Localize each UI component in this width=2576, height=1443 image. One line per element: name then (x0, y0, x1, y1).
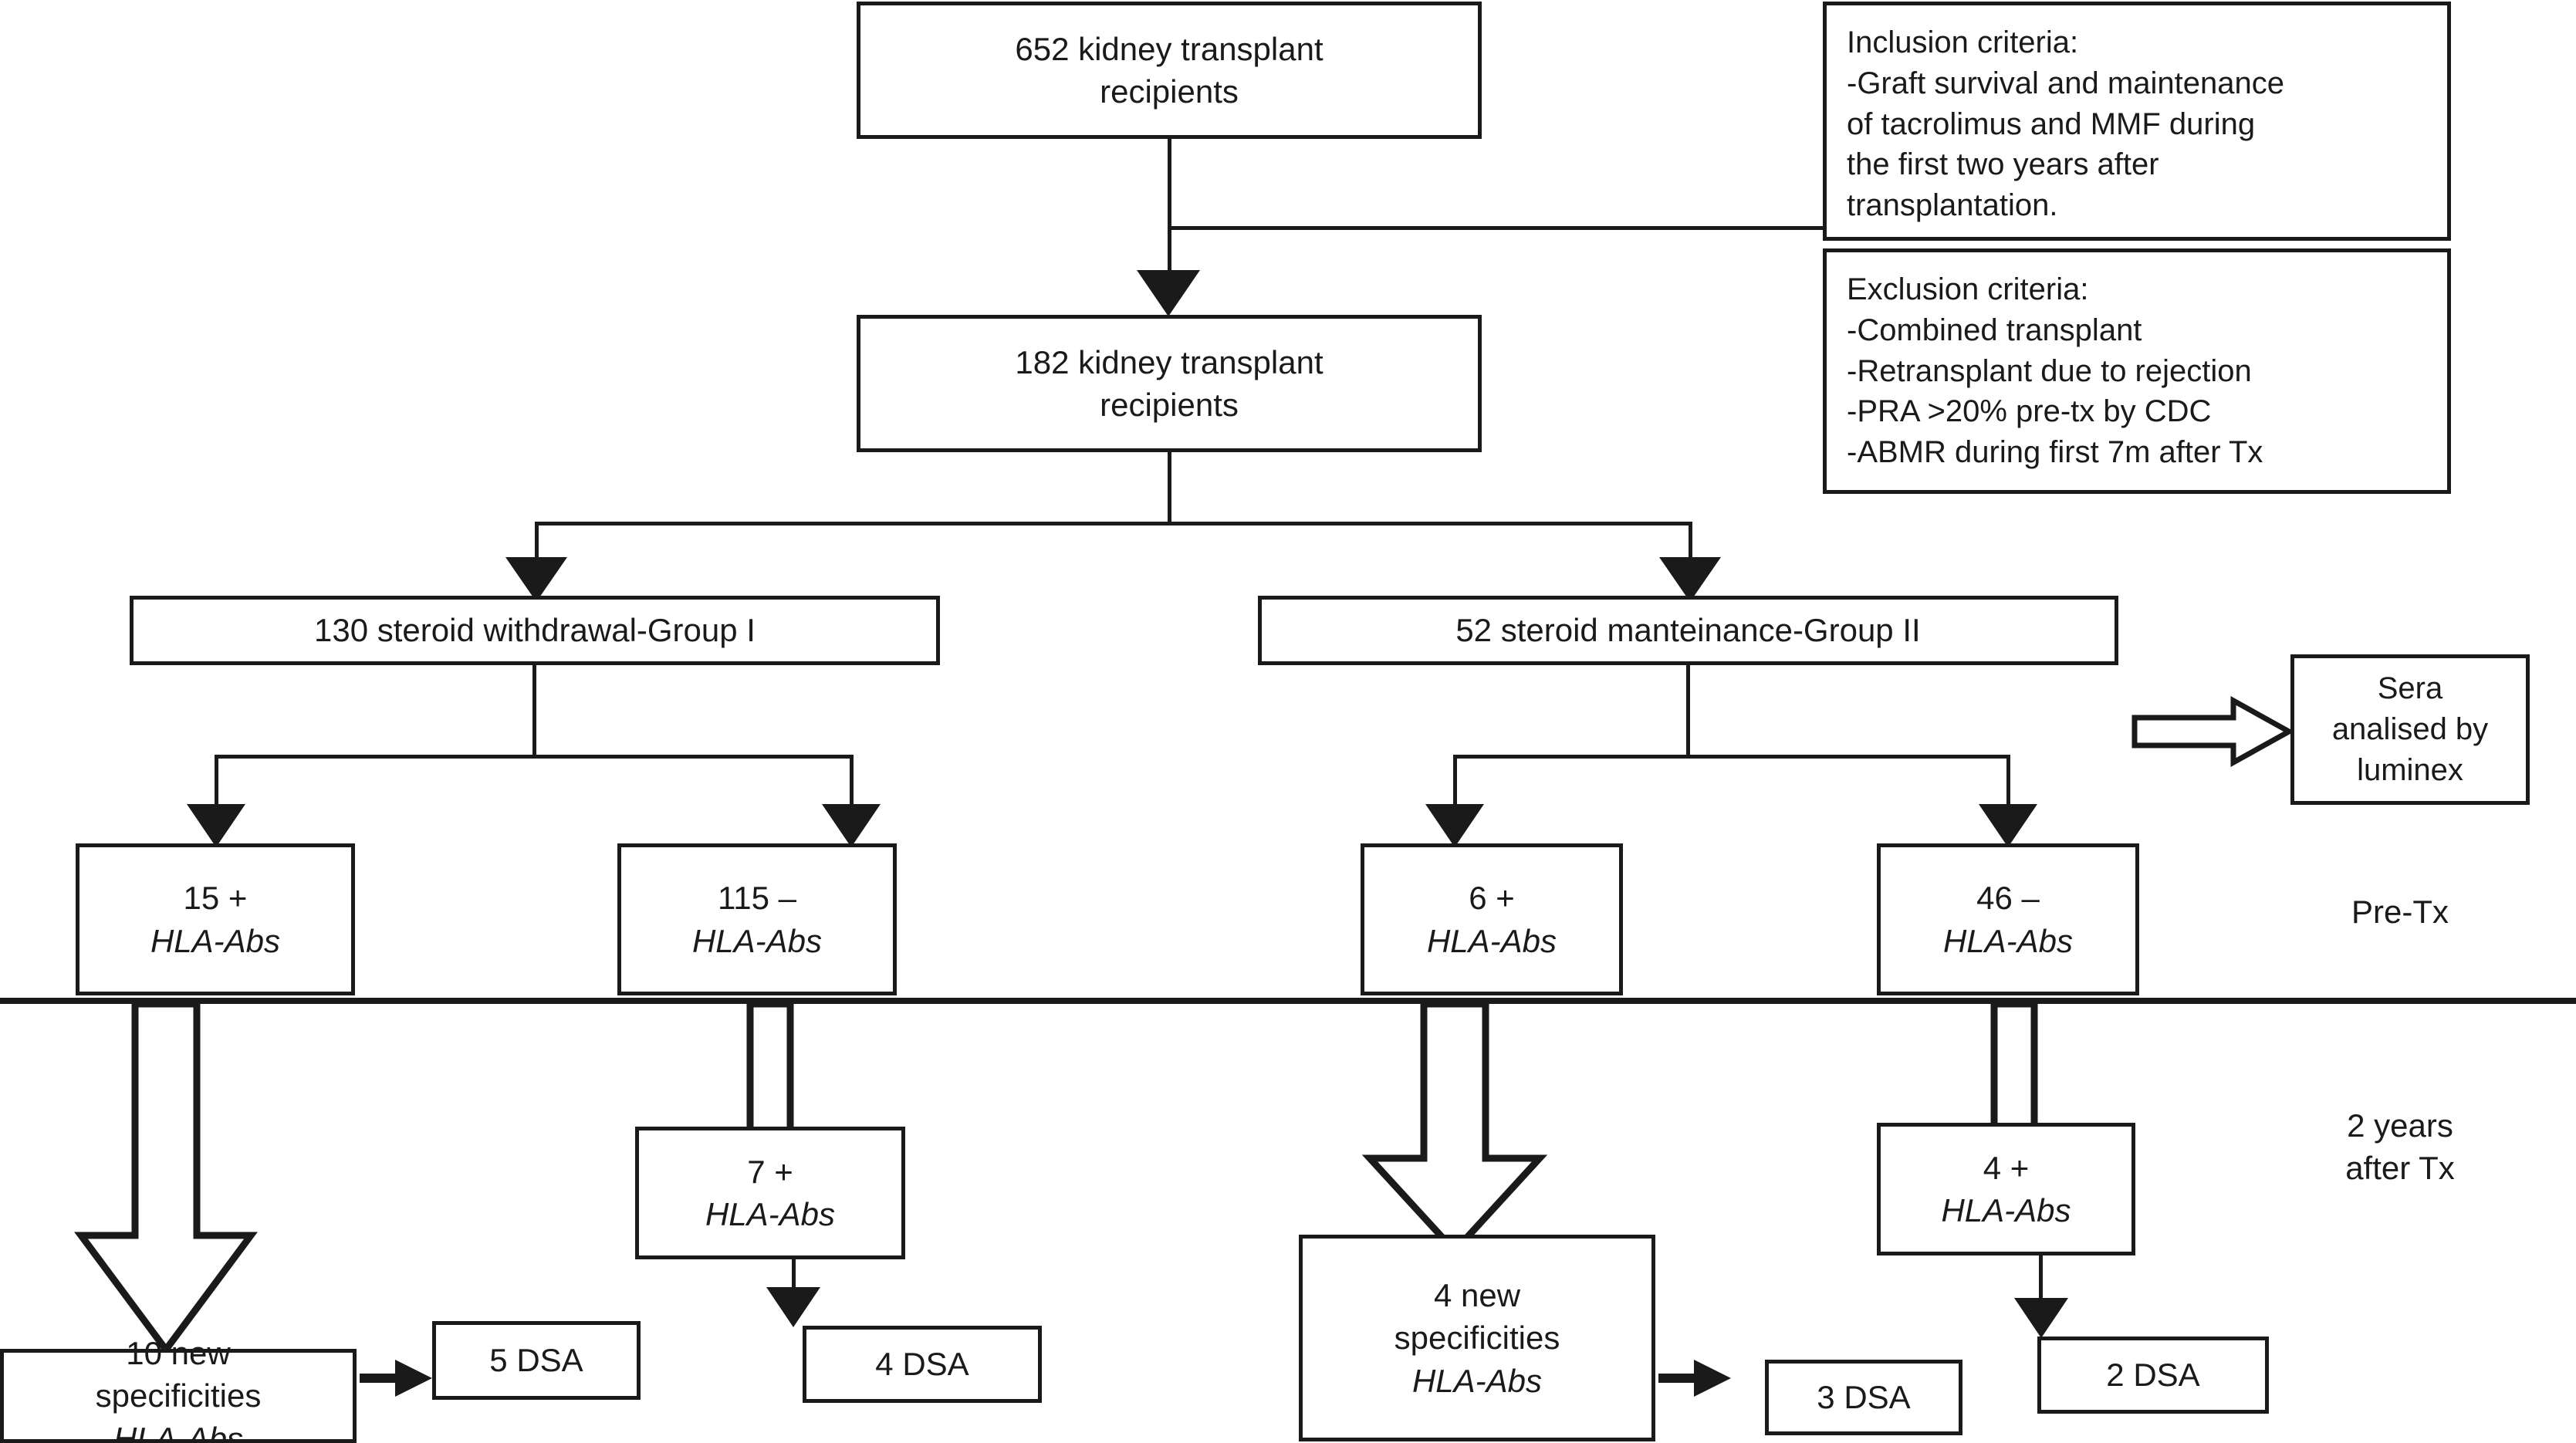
connector-to-g1-neg (850, 755, 854, 818)
connector-to-g1-pos (215, 755, 218, 818)
connector-to-group1 (535, 522, 539, 571)
g2-new-spec-line3: HLA-Abs (1411, 1362, 1543, 1399)
node-cohort-total: 652 kidney transplant recipients (857, 2, 1482, 139)
block-arrow-g2-pos-to-new-spec (1361, 1000, 1548, 1256)
g1-seroconv-count: 7 + (747, 1153, 793, 1190)
node-g2-dsa: 3 DSA (1765, 1360, 1962, 1435)
arrowhead-to-g1-neg (822, 804, 881, 847)
g1-dsa-label: 5 DSA (489, 1342, 583, 1379)
inclusion-line-2: of tacrolimus and MMF during (1847, 106, 2256, 141)
g2-seroconv-dsa-label: 2 DSA (2106, 1357, 2200, 1394)
exclusion-heading: Exclusion criteria: (1847, 272, 2089, 306)
connector-to-g2-pos (1453, 755, 1457, 818)
connector-group2-split (1453, 755, 2010, 759)
label-pre-tx: Pre-Tx (2269, 891, 2531, 934)
exclusion-line-3: -PRA >20% pre-tx by CDC (1847, 394, 2212, 429)
node-g2-new-specificities: 4 new specificities HLA-Abs (1299, 1235, 1655, 1441)
node-sera-luminex: Sera analised by luminex (2290, 654, 2530, 805)
node-g1-dsa: 5 DSA (432, 1321, 641, 1400)
after-tx-line1: 2 years (2347, 1107, 2453, 1144)
g1-new-spec-line2: specificities (95, 1377, 262, 1414)
connector-652-to-182 (1168, 139, 1171, 286)
node-g1-neg-hla: 115 – HLA-Abs (617, 843, 897, 995)
node-inclusion-criteria: Inclusion criteria: -Graft survival and … (1823, 2, 2451, 241)
g1-new-spec-line3: HLA-Abs (113, 1420, 244, 1443)
sera-line3: luminex (2357, 752, 2463, 787)
connector-g2-seroconv-to-dsa (2039, 1255, 2043, 1310)
g2-pos-label: HLA-Abs (1426, 922, 1557, 959)
g1-new-spec-line1: 10 new (126, 1334, 231, 1371)
connector-group1-split (215, 755, 854, 759)
g1-pos-label: HLA-Abs (150, 922, 281, 959)
connector-group2-down (1686, 665, 1690, 758)
pre-tx-text: Pre-Tx (2351, 894, 2449, 930)
node-g2-pos-hla: 6 + HLA-Abs (1361, 843, 1623, 995)
node-g1-seroconverted: 7 + HLA-Abs (635, 1127, 905, 1259)
node-g1-new-specificities: 10 new specificities HLA-Abs (0, 1335, 357, 1443)
connector-182-split (535, 522, 1692, 525)
connector-criteria-to-trunk (1168, 226, 1824, 230)
arrowhead-to-g2-pos (1425, 804, 1484, 847)
sera-line2: analised by (2331, 712, 2489, 747)
g1-seroconv-label: HLA-Abs (705, 1196, 836, 1232)
g1-pos-count: 15 + (183, 880, 248, 917)
sera-line1: Sera (2377, 671, 2443, 706)
g2-neg-count: 46 – (1976, 880, 2040, 917)
cohort-total-line2: recipients (1100, 73, 1239, 110)
arrowhead-to-group2 (1659, 557, 1721, 602)
inclusion-line-4: transplantation. (1847, 188, 2058, 223)
connector-to-g2-neg (2006, 755, 2010, 818)
arrowhead-to-g1-pos (187, 804, 245, 847)
group-one-label: 130 steroid withdrawal-Group I (314, 612, 756, 649)
after-tx-line2: after Tx (2345, 1149, 2455, 1186)
arrowhead-to-g2-neg (1979, 804, 2037, 847)
arrow-g1-newspec-to-dsa (360, 1360, 432, 1397)
inclusion-line-1: -Graft survival and maintenance (1847, 66, 2284, 100)
connector-g1-seroconv-to-dsa (792, 1259, 796, 1296)
node-cohort-included: 182 kidney transplant recipients (857, 315, 1482, 452)
inclusion-line-3: the first two years after (1847, 147, 2159, 182)
connector-182-down (1168, 452, 1171, 525)
g2-dsa-label: 3 DSA (1817, 1379, 1911, 1416)
node-g2-neg-hla: 46 – HLA-Abs (1877, 843, 2139, 995)
cohort-included-line1: 182 kidney transplant (1015, 343, 1323, 380)
node-g1-pos-hla: 15 + HLA-Abs (76, 843, 355, 995)
g1-seroconv-dsa-label: 4 DSA (875, 1346, 969, 1383)
g2-new-spec-line2: specificities (1394, 1320, 1560, 1357)
connector-group1-down (532, 665, 536, 758)
exclusion-line-1: -Combined transplant (1847, 313, 2142, 347)
timeline-divider (0, 998, 2576, 1004)
node-group-one: 130 steroid withdrawal-Group I (130, 596, 940, 665)
block-arrow-to-sera (2131, 696, 2295, 767)
connector-to-group2 (1689, 522, 1692, 571)
cohort-included-line2: recipients (1100, 387, 1239, 423)
arrowhead-to-182 (1137, 270, 1200, 316)
g2-pos-count: 6 + (1469, 880, 1515, 917)
g2-neg-label: HLA-Abs (1942, 922, 2074, 959)
arrowhead-g1-seroconv-to-dsa (766, 1287, 820, 1327)
cohort-total-line1: 652 kidney transplant (1015, 30, 1323, 67)
node-g2-seroconverted: 4 + HLA-Abs (1877, 1123, 2135, 1255)
exclusion-line-2: -Retransplant due to rejection (1847, 353, 2252, 388)
node-g2-seroconv-dsa: 2 DSA (2037, 1337, 2269, 1414)
g1-neg-label: HLA-Abs (691, 922, 823, 959)
arrowhead-g2-seroconv-to-dsa (2014, 1298, 2068, 1338)
inclusion-heading: Inclusion criteria: (1847, 25, 2079, 59)
g1-neg-count: 115 – (718, 880, 796, 917)
block-arrow-g1-pos-to-new-spec (74, 1000, 258, 1356)
g2-new-spec-line1: 4 new (1433, 1276, 1521, 1313)
g2-seroconv-label: HLA-Abs (1941, 1192, 2071, 1228)
node-g1-seroconv-dsa: 4 DSA (803, 1326, 1042, 1403)
exclusion-line-4: -ABMR during first 7m after Tx (1847, 435, 2263, 470)
group-two-label: 52 steroid manteinance-Group II (1455, 612, 1921, 649)
label-after-tx: 2 years after Tx (2269, 1105, 2531, 1189)
arrow-g2-newspec-to-dsa (1658, 1360, 1731, 1397)
arrowhead-to-group1 (505, 557, 567, 602)
node-group-two: 52 steroid manteinance-Group II (1258, 596, 2118, 665)
g2-seroconv-count: 4 + (1983, 1149, 2030, 1186)
node-exclusion-criteria: Exclusion criteria: -Combined transplant… (1823, 248, 2451, 494)
